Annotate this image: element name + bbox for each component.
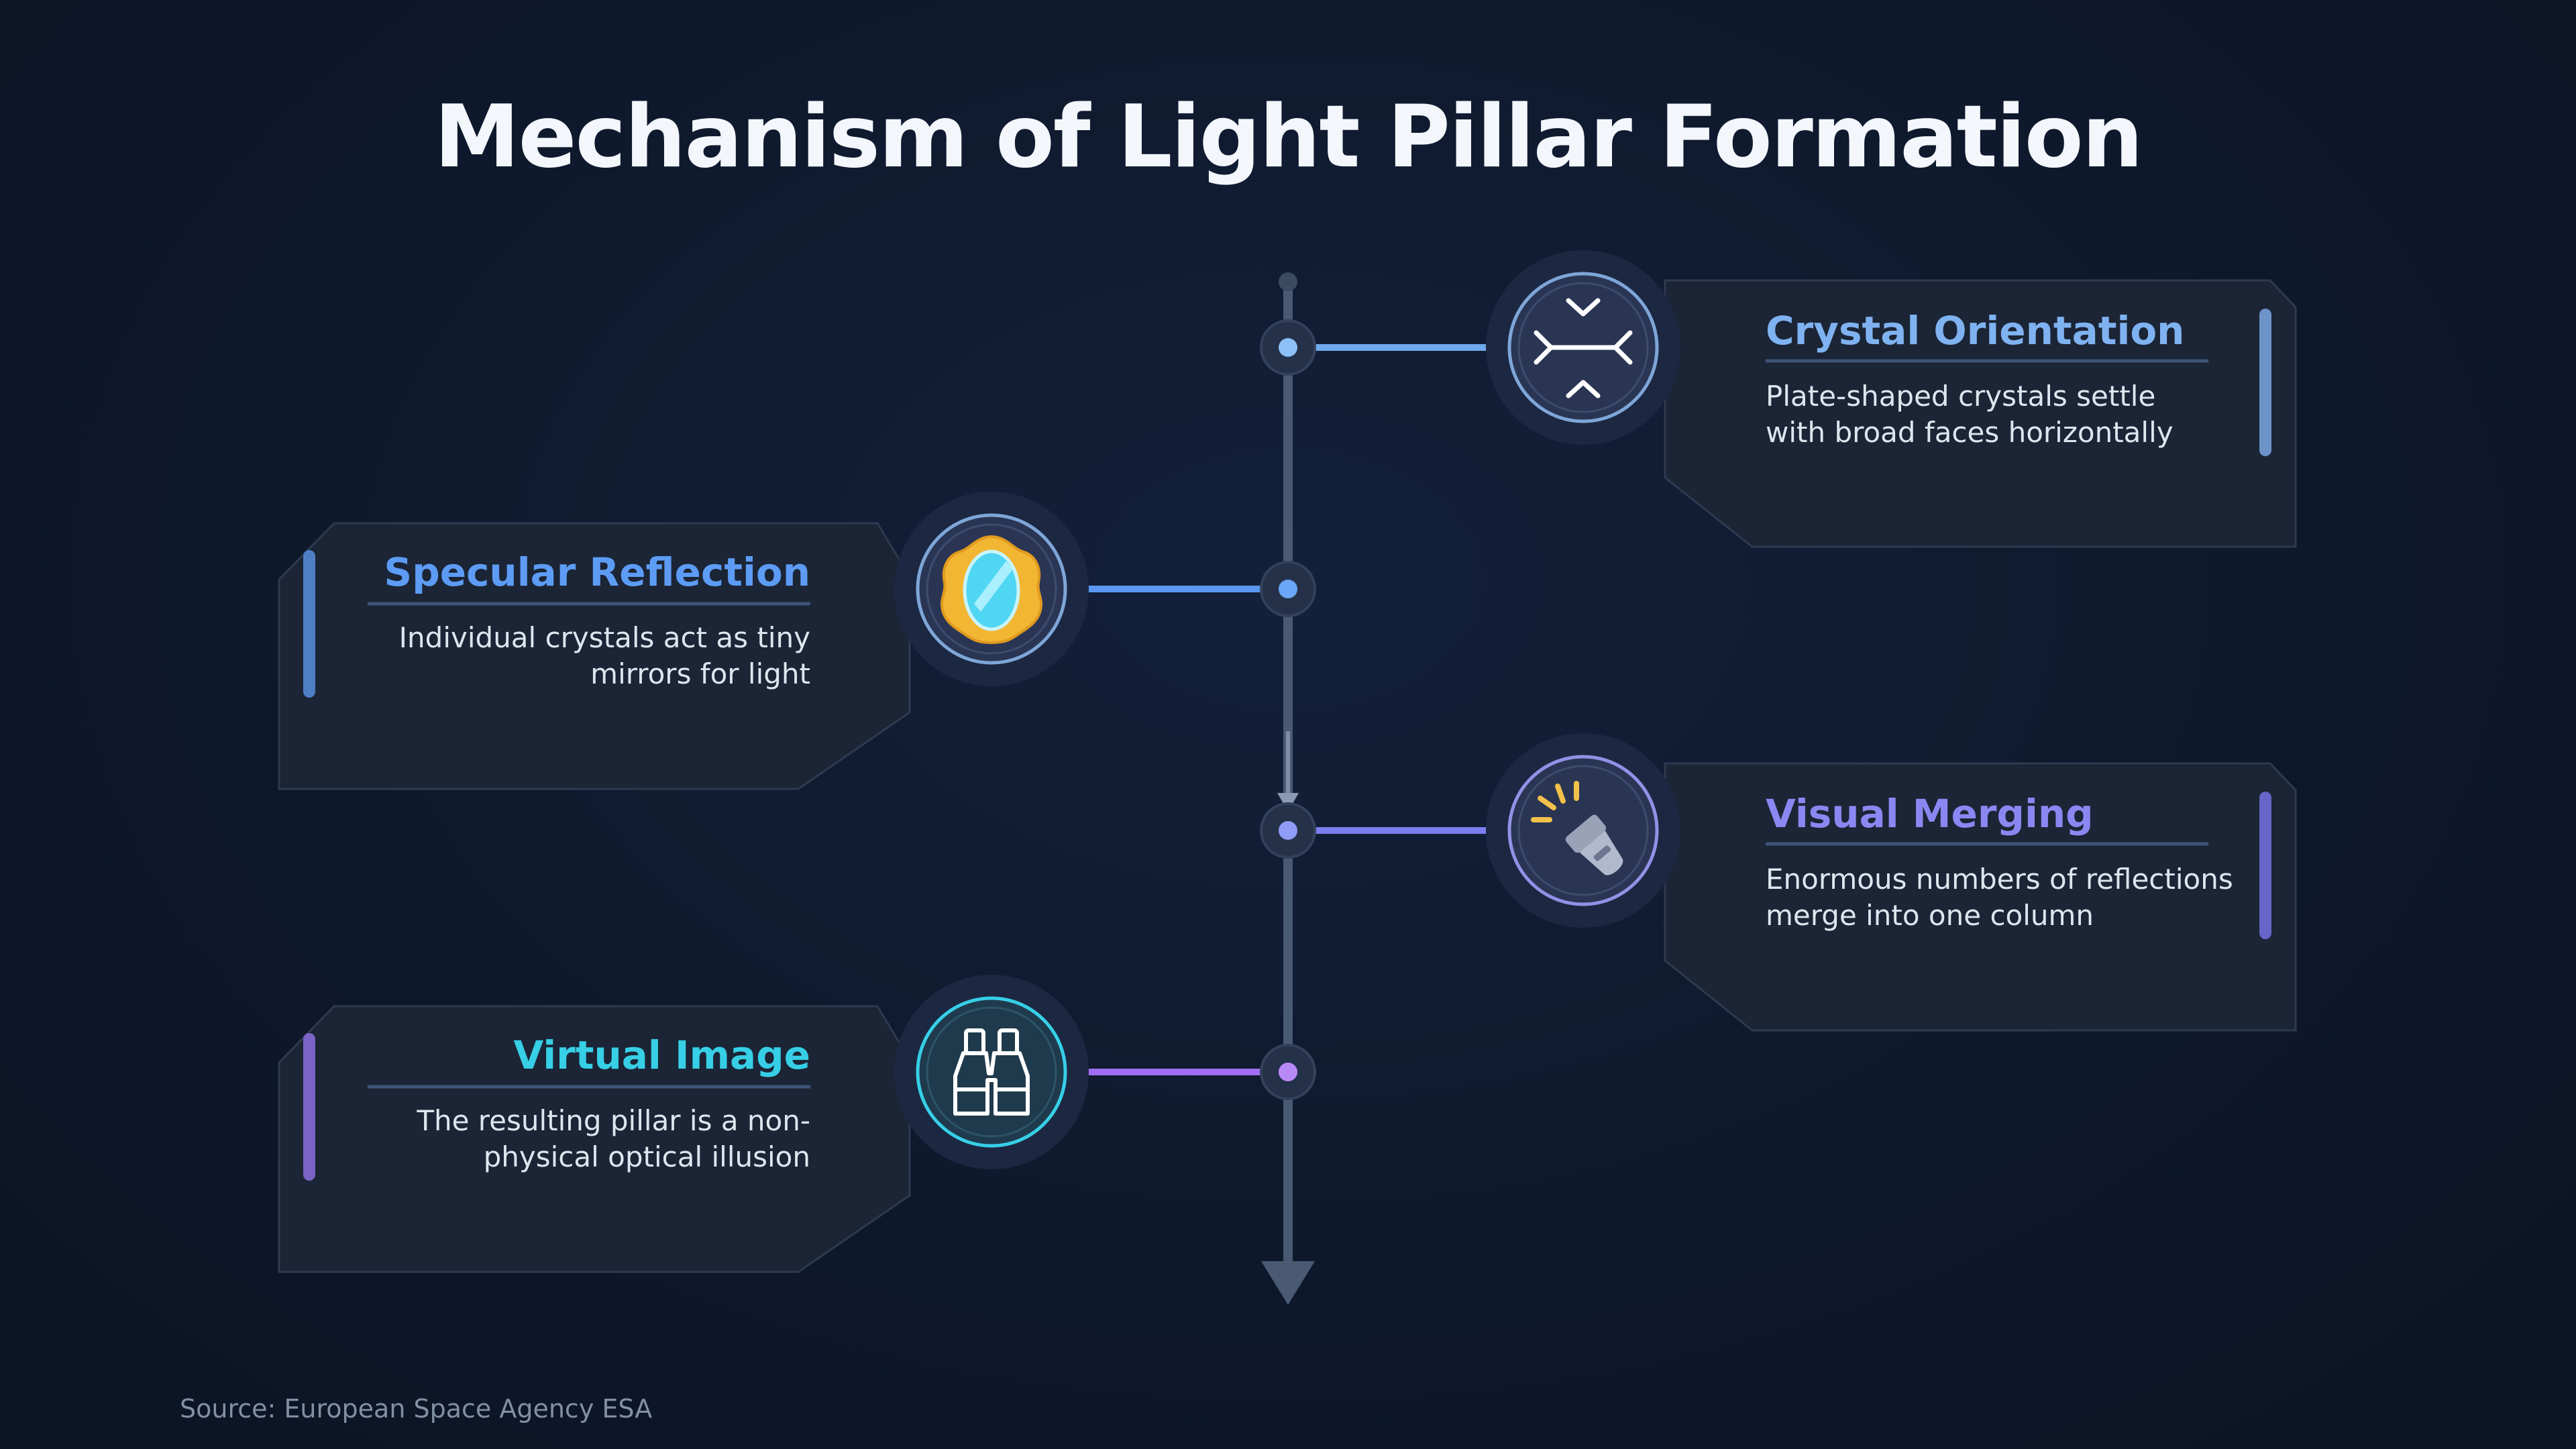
binoculars-icon bbox=[953, 1028, 1030, 1116]
step-title: Specular Reflection bbox=[384, 549, 810, 595]
step-accent-bar bbox=[2259, 309, 2271, 456]
step-card-background bbox=[1664, 762, 2297, 1032]
step-text-specular-reflection: Specular Reflection Individual crystals … bbox=[368, 549, 810, 692]
crystal-orientation-icon bbox=[1534, 298, 1633, 398]
step-card-background bbox=[278, 1005, 911, 1273]
step-text-crystal-orientation: Crystal Orientation Plate-shaped crystal… bbox=[1766, 307, 2262, 451]
step-accent-bar bbox=[303, 550, 315, 698]
step-specular-reflection bbox=[278, 492, 1316, 790]
step-crystal-orientation bbox=[1260, 250, 2297, 548]
step-title: Virtual Image bbox=[513, 1032, 810, 1078]
step-description: Plate-shaped crystals settle with broad … bbox=[1766, 380, 2174, 449]
step-card-background bbox=[278, 522, 911, 790]
timeline-end-arrow bbox=[1261, 1261, 1315, 1305]
timeline-axis bbox=[1261, 272, 1315, 1305]
step-title: Visual Merging bbox=[1766, 791, 2094, 837]
step-text-virtual-image: Virtual Image The resulting pillar is a … bbox=[368, 1032, 810, 1175]
page-title: Mechanism of Light Pillar Formation bbox=[434, 87, 2143, 187]
step-title: Crystal Orientation bbox=[1766, 308, 2185, 354]
step-description: Individual crystals act as tiny mirrors … bbox=[398, 621, 810, 690]
step-description: Enormous numbers of reflections merge in… bbox=[1766, 863, 2233, 932]
step-accent-bar bbox=[303, 1033, 315, 1181]
step-accent-bar bbox=[2259, 792, 2271, 939]
mirror-icon bbox=[940, 535, 1043, 645]
step-card-background bbox=[1664, 279, 2297, 548]
step-virtual-image bbox=[278, 975, 1316, 1273]
source-note: Source: European Space Agency ESA bbox=[180, 1394, 653, 1424]
step-text-visual-merging: Visual Merging Enormous numbers of refle… bbox=[1766, 790, 2262, 934]
step-visual-merging bbox=[1260, 733, 2297, 1032]
step-description: The resulting pillar is a non-physical o… bbox=[417, 1104, 810, 1173]
flashlight-icon bbox=[1531, 781, 1623, 875]
